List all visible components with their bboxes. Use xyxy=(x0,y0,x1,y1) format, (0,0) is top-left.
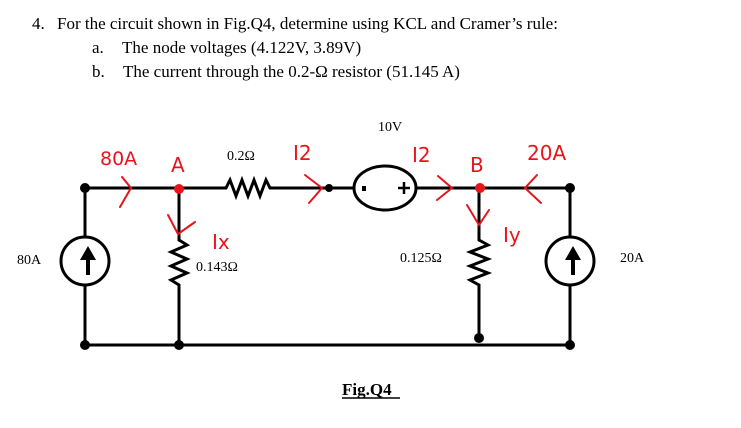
question-part-b: b. The current through the 0.2-Ω resisto… xyxy=(92,62,460,82)
annotation-20a: 20A xyxy=(527,141,566,165)
resistor-0-2-ohm xyxy=(224,175,272,201)
junction-dot xyxy=(174,340,184,350)
part-a-text: The node voltages (4.122V, 3.89V) xyxy=(122,38,362,57)
junction-dot xyxy=(565,183,575,193)
annotation-i2-right: I2 xyxy=(412,143,431,167)
junction-dot xyxy=(474,333,484,343)
arrow-down-icon xyxy=(167,214,196,236)
part-a-marker: a. xyxy=(92,38,104,57)
arrow-up-icon xyxy=(565,246,581,260)
figure-caption: Fig.Q4 xyxy=(342,380,392,399)
label-0-2-ohm: 0.2Ω xyxy=(227,149,255,164)
arrow-up-icon xyxy=(80,246,96,260)
annotation-ix: Ix xyxy=(212,230,230,254)
annotation-80a: 80A xyxy=(100,148,137,170)
annotation-node-a: A xyxy=(171,153,185,177)
current-source-80a xyxy=(59,235,111,287)
voltage-minus-mark xyxy=(362,186,366,191)
arrow-right-icon xyxy=(119,176,133,208)
question-number: 4. xyxy=(32,14,45,33)
label-80a: 80A xyxy=(17,253,42,268)
arrow-right-icon xyxy=(304,174,324,204)
arrow-down-icon xyxy=(466,204,490,227)
current-source-20a xyxy=(544,235,596,287)
part-b-marker: b. xyxy=(92,62,105,81)
question-stem: 4. For the circuit shown in Fig.Q4, dete… xyxy=(32,14,558,34)
part-b-text: The current through the 0.2-Ω resistor (… xyxy=(123,62,460,81)
annotation-node-b: B xyxy=(470,153,484,177)
label-20a: 20A xyxy=(620,251,645,266)
label-0-125-ohm: 0.125Ω xyxy=(400,251,442,266)
junction-dot xyxy=(80,183,90,193)
annotation-i2-left: I2 xyxy=(293,141,312,165)
resistor-0-143-ohm xyxy=(167,238,191,287)
label-0-143-ohm: 0.143Ω xyxy=(196,260,238,275)
resistor-0-125-ohm xyxy=(465,238,493,287)
node-a-dot xyxy=(174,184,184,194)
arrow-right-icon xyxy=(436,175,454,201)
arrow-left-icon xyxy=(523,174,542,204)
label-10v: 10V xyxy=(378,120,402,135)
junction-dot xyxy=(565,340,575,350)
node-b-dot xyxy=(475,183,485,193)
junction-dot xyxy=(80,340,90,350)
junction-dot xyxy=(325,184,333,192)
annotation-iy: Iy xyxy=(503,223,521,247)
question-part-a: a. The node voltages (4.122V, 3.89V) xyxy=(92,38,361,58)
question-text: For the circuit shown in Fig.Q4, determi… xyxy=(57,14,558,33)
